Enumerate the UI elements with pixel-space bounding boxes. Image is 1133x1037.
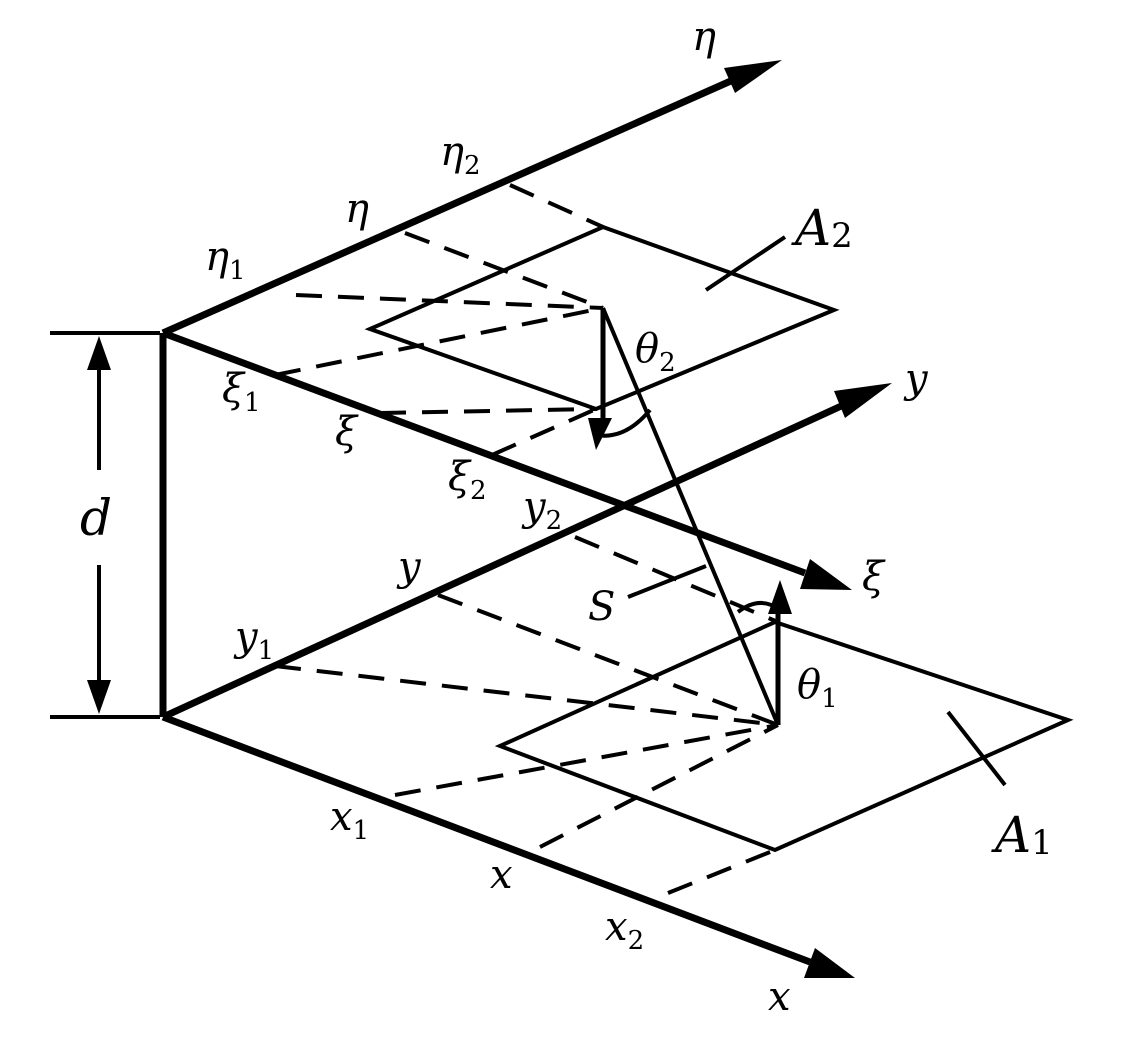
eta-axis-arrowhead bbox=[724, 60, 782, 93]
label-xi: ξ bbox=[335, 409, 359, 455]
surface-a1 bbox=[494, 619, 1074, 853]
label-xi-1: ξ1 bbox=[222, 366, 261, 418]
label-y-1: y1 bbox=[233, 614, 274, 666]
surface-a2 bbox=[364, 224, 840, 412]
label-xi-axis: ξ bbox=[862, 554, 886, 600]
eta-dash bbox=[404, 231, 604, 310]
label-eta: η bbox=[345, 186, 369, 232]
label-eta-1: η1 bbox=[205, 234, 246, 286]
label-theta-2: θ2 bbox=[635, 326, 676, 378]
label-xi-2: ξ2 bbox=[448, 454, 487, 506]
label-x-2: x2 bbox=[605, 904, 644, 956]
label-eta-axis: η bbox=[692, 14, 716, 60]
label-theta-1: θ1 bbox=[797, 662, 838, 714]
x1-dash bbox=[394, 723, 779, 797]
y-dash bbox=[437, 593, 779, 727]
theta2-arc bbox=[595, 408, 652, 438]
label-x-1: x1 bbox=[330, 794, 369, 846]
xi-axis-arrowhead bbox=[800, 559, 852, 590]
line-s bbox=[601, 307, 780, 726]
s-leader bbox=[627, 564, 707, 599]
xi1-dash bbox=[274, 306, 604, 377]
x-axis-arrowhead bbox=[804, 948, 855, 978]
label-a1: A1 bbox=[991, 806, 1053, 864]
a2-leader bbox=[704, 235, 787, 292]
x-axis bbox=[161, 713, 812, 966]
label-x-axis: x bbox=[768, 974, 791, 1020]
label-y-2: y2 bbox=[521, 484, 562, 536]
theta1-arc bbox=[736, 601, 782, 614]
x-dash bbox=[539, 723, 779, 849]
label-a2: A2 bbox=[791, 199, 853, 257]
label-y: y bbox=[396, 544, 422, 590]
label-y-axis: y bbox=[903, 356, 929, 402]
d-arrow-up bbox=[87, 336, 111, 370]
label-d: d bbox=[80, 489, 112, 547]
label-s: S bbox=[588, 584, 615, 630]
y-axis-arrowhead bbox=[834, 383, 892, 418]
label-x: x bbox=[490, 852, 513, 898]
eta-axis bbox=[161, 72, 744, 337]
eta1-dash bbox=[295, 293, 604, 310]
y1-dash bbox=[274, 664, 779, 727]
label-eta-2: η2 bbox=[440, 129, 481, 181]
a1-leader bbox=[946, 710, 1007, 787]
d-arrow-down bbox=[87, 680, 111, 714]
xi-dash bbox=[379, 407, 597, 415]
eta2-dash bbox=[509, 183, 604, 229]
x2-dash bbox=[667, 848, 776, 895]
xi2-dash bbox=[491, 407, 597, 457]
